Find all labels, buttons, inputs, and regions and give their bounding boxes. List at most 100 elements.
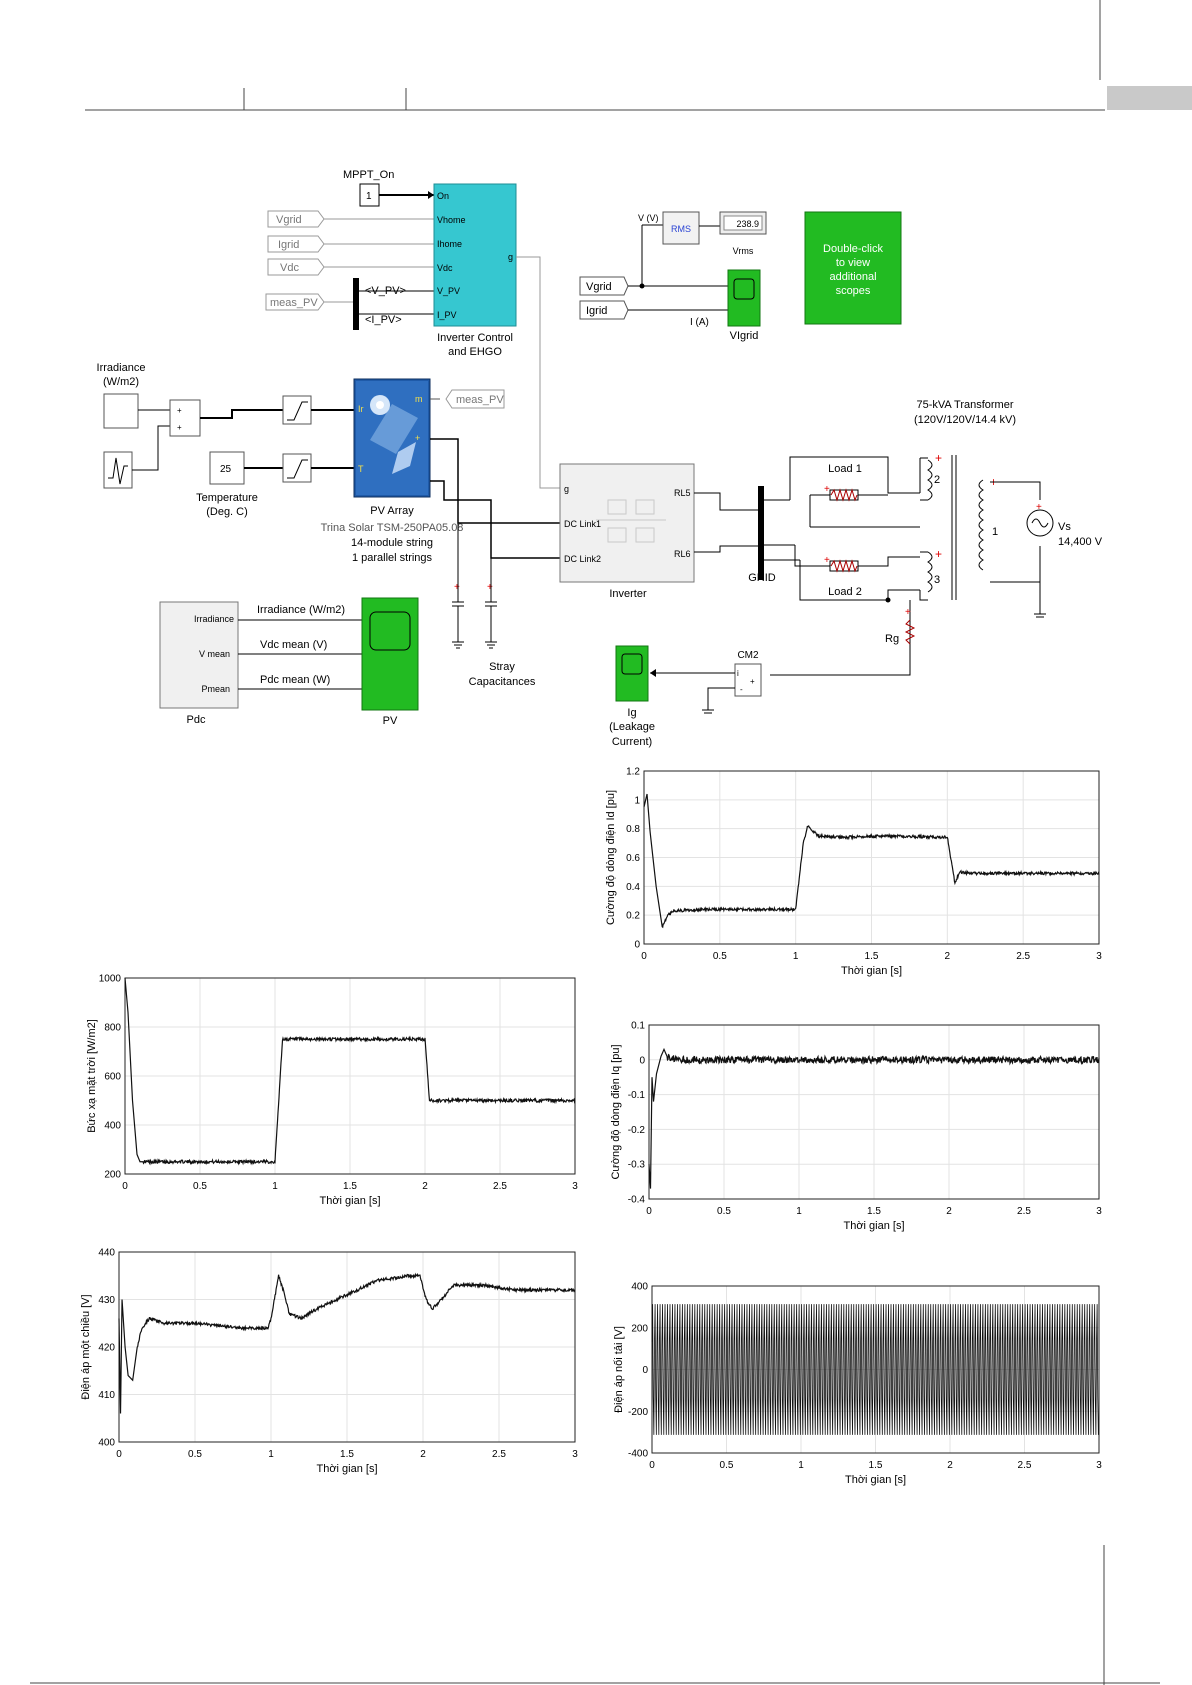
svg-text:DC Link1: DC Link1 bbox=[564, 519, 601, 529]
y-tick-label: 0.2 bbox=[626, 911, 640, 922]
svg-text:+: + bbox=[935, 451, 942, 465]
svg-text:Current): Current) bbox=[612, 736, 652, 748]
x-tick-label: 1.5 bbox=[867, 1206, 881, 1217]
goto-tag-igrid-2[interactable]: Igrid bbox=[579, 300, 629, 320]
svg-text:Trina Solar TSM-250PA05.08: Trina Solar TSM-250PA05.08 bbox=[321, 522, 464, 534]
bus-selector[interactable] bbox=[353, 278, 359, 330]
y-tick-label: 0.4 bbox=[626, 882, 640, 893]
goto-tag-meas-pv[interactable]: meas_PV bbox=[265, 293, 325, 311]
y-tick-label: 0 bbox=[639, 1055, 645, 1066]
svg-text:I (A): I (A) bbox=[690, 317, 709, 328]
series-line bbox=[118, 1272, 576, 1414]
goto-tag-vdc[interactable]: Vdc bbox=[267, 258, 325, 276]
inverter-control-block[interactable] bbox=[433, 183, 517, 327]
svg-text:Vrms: Vrms bbox=[733, 246, 754, 256]
svg-text:Igrid: Igrid bbox=[278, 239, 299, 251]
pv-array-title: PV Array bbox=[370, 505, 414, 517]
svg-text:scopes: scopes bbox=[836, 285, 871, 297]
irradiance-constant[interactable] bbox=[103, 393, 139, 429]
y-tick-label: 400 bbox=[104, 1121, 121, 1132]
svg-text:2: 2 bbox=[934, 474, 940, 486]
ig-label: Ig bbox=[627, 707, 636, 719]
svg-text:On: On bbox=[437, 191, 449, 201]
bus-label-i-pv: <I_PV> bbox=[365, 314, 402, 326]
load-2-label: Load 2 bbox=[828, 586, 862, 598]
load-1[interactable]: + bbox=[824, 484, 859, 502]
x-tick-label: 2.5 bbox=[1017, 1206, 1031, 1217]
load-2[interactable]: + bbox=[824, 555, 859, 573]
svg-text:Vgrid: Vgrid bbox=[586, 281, 612, 293]
x-tick-label: 1.5 bbox=[869, 1460, 883, 1471]
svg-text:14-module string: 14-module string bbox=[351, 537, 433, 549]
pv-scope-label: PV bbox=[383, 715, 398, 727]
series-line bbox=[651, 1304, 1099, 1435]
temperature-constant[interactable] bbox=[209, 451, 245, 485]
svg-text:T: T bbox=[358, 464, 364, 474]
y-tick-label: -200 bbox=[628, 1407, 648, 1418]
y-axis-label: Điện áp một chiều [V] bbox=[80, 1294, 92, 1399]
svg-text:and EHGO: and EHGO bbox=[448, 346, 502, 358]
x-tick-label: 2 bbox=[946, 1206, 952, 1217]
svg-text:GRID: GRID bbox=[748, 572, 776, 584]
svg-text:(Leakage: (Leakage bbox=[609, 721, 655, 733]
plot-frame bbox=[648, 1024, 1100, 1200]
rg-resistor[interactable]: + bbox=[904, 607, 916, 645]
svg-text:+: + bbox=[1036, 502, 1042, 513]
svg-text:V_PV: V_PV bbox=[437, 286, 460, 296]
irradiance-label: Irradiance bbox=[97, 362, 146, 374]
svg-text:+: + bbox=[935, 547, 942, 561]
x-tick-label: 1 bbox=[793, 951, 799, 962]
cm2-block[interactable] bbox=[734, 663, 762, 697]
y-tick-label: -0.1 bbox=[628, 1090, 646, 1101]
y-axis-label: Điện áp nối tải [V] bbox=[613, 1326, 625, 1413]
load-1-label: Load 1 bbox=[828, 463, 862, 475]
goto-tag-vgrid[interactable]: Vgrid bbox=[267, 210, 325, 228]
inverter-title: Inverter bbox=[609, 588, 647, 600]
x-tick-label: 1.5 bbox=[865, 951, 879, 962]
svg-text:(Deg. C): (Deg. C) bbox=[206, 506, 248, 518]
source-label: Vs bbox=[1058, 521, 1071, 533]
grid-bus[interactable] bbox=[758, 486, 764, 580]
goto-tag-igrid[interactable]: Igrid bbox=[267, 235, 325, 253]
x-tick-label: 2.5 bbox=[493, 1181, 507, 1192]
x-tick-label: 1 bbox=[796, 1206, 802, 1217]
x-tick-label: 3 bbox=[1096, 1460, 1102, 1471]
stray-capacitor-2[interactable]: + bbox=[485, 575, 497, 649]
svg-text:-: - bbox=[740, 685, 743, 694]
y-axis-label: Cường độ dòng điện Id [pu] bbox=[605, 790, 617, 925]
x-tick-label: 3 bbox=[572, 1181, 578, 1192]
x-tick-label: 1 bbox=[268, 1449, 274, 1460]
x-axis-label: Thời gian [s] bbox=[841, 965, 902, 977]
y-tick-label: 400 bbox=[631, 1282, 648, 1293]
svg-text:g: g bbox=[564, 484, 569, 494]
svg-text:Double-click: Double-click bbox=[823, 243, 883, 255]
pdc-block[interactable] bbox=[159, 601, 239, 709]
temperature-saturation[interactable] bbox=[282, 453, 312, 483]
pv-array-block[interactable] bbox=[353, 378, 431, 498]
transformer[interactable]: + + + bbox=[919, 451, 997, 601]
svg-text:Ir: Ir bbox=[358, 404, 364, 414]
svg-text:Vdc mean (V): Vdc mean (V) bbox=[260, 639, 327, 651]
goto-tag-vgrid-2[interactable]: Vgrid bbox=[579, 276, 629, 296]
irradiance-saturation[interactable] bbox=[282, 395, 312, 425]
inverter-block[interactable] bbox=[559, 463, 695, 583]
ac-voltage-source[interactable]: + bbox=[1026, 502, 1054, 537]
goto-tag-meas-pv-out[interactable]: meas_PV bbox=[445, 389, 505, 409]
x-axis-label: Thời gian [s] bbox=[316, 1463, 377, 1475]
svg-text:+: + bbox=[905, 607, 911, 618]
x-tick-label: 0 bbox=[122, 1181, 128, 1192]
x-tick-label: 0 bbox=[116, 1449, 122, 1460]
x-tick-label: 3 bbox=[572, 1449, 578, 1460]
svg-text:to view: to view bbox=[836, 257, 870, 269]
svg-text:Irradiance (W/m2): Irradiance (W/m2) bbox=[257, 604, 345, 616]
y-tick-label: 430 bbox=[98, 1295, 115, 1306]
y-tick-label: -0.4 bbox=[628, 1195, 646, 1206]
additional-scopes-block[interactable] bbox=[804, 211, 902, 325]
x-tick-label: 0 bbox=[649, 1460, 655, 1471]
svg-text:m: m bbox=[415, 394, 423, 404]
svg-text:14,400 V: 14,400 V bbox=[1058, 536, 1103, 548]
svg-text:i: i bbox=[737, 669, 739, 678]
stray-capacitor-1[interactable]: + bbox=[452, 575, 464, 649]
irradiance-sum[interactable] bbox=[169, 399, 201, 437]
rms-block[interactable] bbox=[662, 211, 700, 245]
